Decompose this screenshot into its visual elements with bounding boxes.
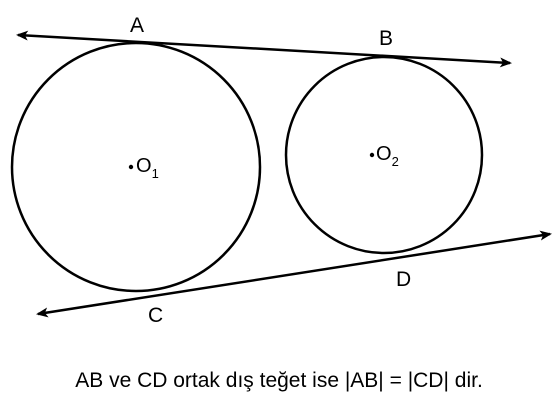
point-label-b: B <box>379 27 393 50</box>
center-dot-o1 <box>128 164 134 170</box>
tangent-line-ab <box>16 30 512 68</box>
theorem-caption: AB ve CD ortak dış teğet ise |AB| = |CD|… <box>75 369 483 392</box>
point-label-c: C <box>148 304 163 327</box>
center-label-o2: O2 <box>376 143 399 169</box>
center-label-o1: O1 <box>136 155 159 181</box>
point-label-a: A <box>130 14 144 37</box>
point-label-d: D <box>396 268 411 291</box>
center-dot-o2 <box>369 152 375 158</box>
tangent-line-cd <box>36 230 552 318</box>
